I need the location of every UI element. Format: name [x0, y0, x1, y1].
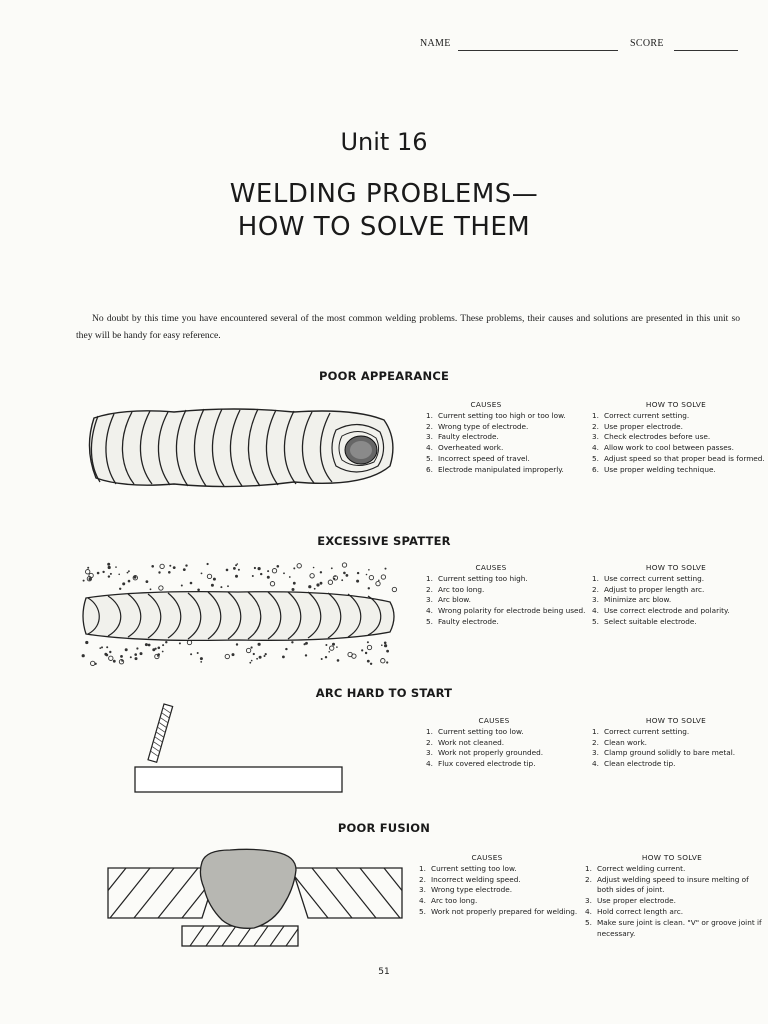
list-item: 4.Hold correct length arc. [585, 906, 684, 916]
section-title-excessive-spatter: EXCESSIVE SPATTER [317, 534, 451, 548]
causes-header: CAUSES [471, 853, 503, 862]
list-item: 3.Check electrodes before use. [592, 432, 711, 442]
list-item: 3.Work not properly grounded. [426, 748, 544, 758]
list-item: 1.Current setting too high. [426, 573, 528, 583]
list-item: 1.Use correct current setting. [592, 573, 705, 583]
unit-label: Unit 16 [340, 128, 428, 156]
electrode-shape [147, 703, 174, 763]
list-item: 5.Make sure joint is clean. "V" or groov… [585, 917, 762, 938]
list-item: 1.Current setting too low. [419, 863, 517, 873]
causes-column-poor-fusion: CAUSES 1.Current setting too low. 2.Inco… [414, 853, 582, 918]
intro-paragraph: No doubt by this time you have encounter… [76, 313, 740, 341]
list-item: 4.Arc too long. [419, 896, 478, 906]
solutions-column-excessive-spatter: HOW TO SOLVE 1.Use correct current setti… [587, 563, 765, 628]
list-item: 4.Allow work to cool between passes. [592, 443, 734, 453]
solve-header: HOW TO SOLVE [645, 716, 707, 725]
solutions-column-poor-fusion: HOW TO SOLVE 1.Correct welding current. … [580, 853, 764, 939]
score-label: SCORE [630, 38, 664, 49]
list-item: 2.Work not cleaned. [426, 737, 505, 747]
list-item: 2.Adjust to proper length arc. [592, 584, 705, 594]
list-item: 4.Overheated work. [426, 443, 504, 453]
list-item: 1.Current setting too low. [426, 726, 524, 736]
title-line-1: WELDING PROBLEMS— [229, 179, 539, 209]
list-item: 3.Faulty electrode. [426, 432, 499, 442]
list-item: 2.Use proper electrode. [592, 421, 683, 431]
solutions-column-poor-appearance: HOW TO SOLVE 1.Correct current setting. … [587, 400, 765, 476]
solve-header: HOW TO SOLVE [645, 400, 707, 409]
list-item: 5.Select suitable electrode. [592, 616, 697, 626]
list-item: 5.Faulty electrode. [426, 616, 499, 626]
solutions-column-arc-hard-to-start: HOW TO SOLVE 1.Correct current setting. … [587, 716, 765, 770]
list-item: 3.Clamp ground solidly to bare metal. [592, 748, 736, 758]
causes-header: CAUSES [470, 400, 502, 409]
list-item: 5.Work not properly prepared for welding… [419, 906, 578, 916]
name-blank [458, 50, 618, 51]
list-item: 2.Clean work. [592, 737, 648, 747]
section-title-poor-fusion: POOR FUSION [337, 821, 431, 835]
score-blank [674, 50, 738, 51]
list-item: 1.Correct current setting. [592, 410, 690, 420]
list-item: 6.Electrode manipulated improperly. [426, 464, 564, 474]
list-item: 2.Wrong type of electrode. [426, 421, 529, 431]
list-item: 2.Arc too long. [426, 584, 485, 594]
solve-header: HOW TO SOLVE [645, 563, 707, 572]
page-number: 51 [378, 967, 390, 977]
causes-column-poor-appearance: CAUSES 1.Current setting too high or too… [421, 400, 589, 476]
causes-header: CAUSES [475, 563, 507, 572]
poor-fusion-illustration [107, 848, 403, 947]
list-item: 4.Clean electrode tip. [592, 759, 676, 769]
list-item: 4.Flux covered electrode tip. [426, 759, 536, 769]
list-item: 4.Wrong polarity for electrode being use… [426, 606, 586, 616]
section-title-arc-hard-to-start: ARC HARD TO START [315, 686, 453, 700]
section-title-poor-appearance: POOR APPEARANCE [318, 369, 450, 383]
solve-header: HOW TO SOLVE [641, 853, 703, 862]
list-item: 5.Adjust speed so that proper bead is fo… [592, 453, 765, 463]
page-title: WELDING PROBLEMS— HOW TO SOLVE THEM [0, 178, 768, 244]
list-item: 5.Incorrect speed of travel. [426, 453, 530, 463]
poor-appearance-bead-illustration [88, 408, 394, 488]
name-label: NAME [420, 38, 451, 49]
list-item: 1.Current setting too high or too low. [426, 410, 566, 420]
list-item: 2.Adjust welding speed to insure melting… [585, 874, 749, 895]
list-item: 3.Minimize arc blow. [592, 595, 672, 605]
list-item: 2.Incorrect welding speed. [419, 874, 521, 884]
list-item: 3.Arc blow. [426, 595, 471, 605]
list-item: 1.Correct current setting. [592, 726, 690, 736]
causes-header: CAUSES [478, 716, 510, 725]
arc-hard-to-start-illustration [134, 703, 343, 793]
title-line-2: HOW TO SOLVE THEM [237, 212, 531, 242]
causes-column-arc-hard-to-start: CAUSES 1.Current setting too low. 2.Work… [421, 716, 589, 770]
excessive-spatter-illustration [81, 562, 398, 667]
list-item: 1.Correct welding current. [585, 863, 686, 873]
list-item: 6.Use proper welding technique. [592, 464, 716, 474]
causes-column-excessive-spatter: CAUSES 1.Current setting too high. 2.Arc… [421, 563, 589, 628]
list-item: 4.Use correct electrode and polarity. [592, 606, 730, 616]
list-item: 3.Wrong type electrode. [419, 885, 513, 895]
list-item: 3.Use proper electrode. [585, 896, 676, 906]
